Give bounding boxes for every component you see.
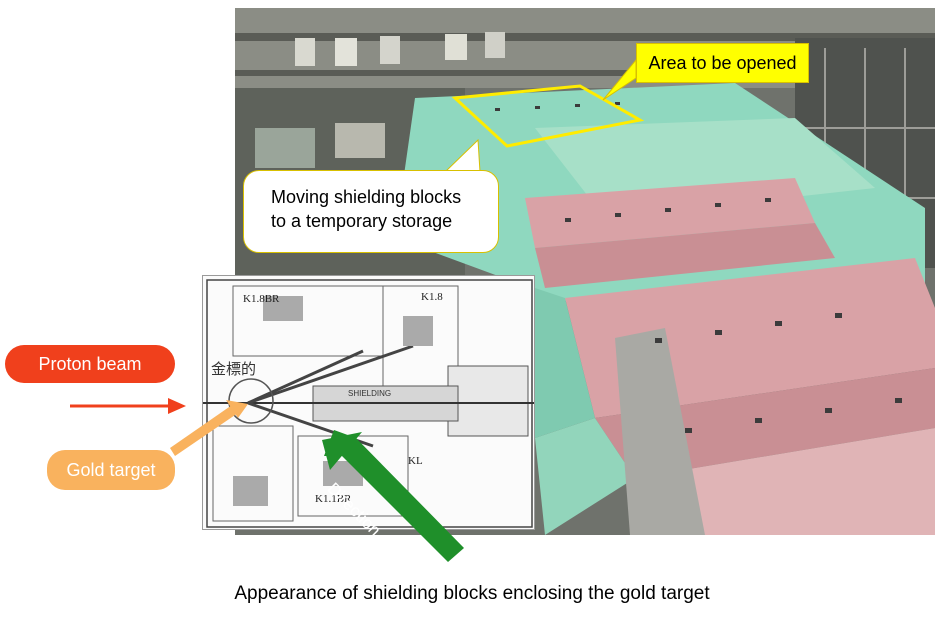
proton-beam-arrowhead [168,398,186,414]
figure-caption: Appearance of shielding blocks enclosing… [234,583,710,604]
moving-blocks-line-2: to a temporary storage [271,211,453,231]
plan-drawing: K1.8BR K1.8 K1.1BR KL 金標的 SHIELDING [203,279,534,528]
moving-blocks-line-1: Moving shielding blocks [271,187,462,207]
plan-label-k18br: K1.8BR [243,293,280,305]
gold-target-pointer [170,405,238,456]
area-callout-pointer [602,58,637,101]
moving-blocks-callout: Moving shielding blocks to a temporary s… [243,170,499,253]
proton-beam-label: Proton beam [5,345,175,383]
direction-of-view-arrowhead [322,432,362,470]
plan-label-k11br: K1.1BR [315,493,352,505]
gold-target-label: Gold target [47,450,175,490]
plan-label-kl: KL [408,455,423,467]
direction-of-view-arrow [324,430,464,562]
plan-label-gold-target-jp: 金標的 [211,360,256,378]
gold-target-pointer-head [226,400,248,418]
area-to-be-opened-callout: Area to be opened [636,43,809,83]
plan-label-k18: K1.8 [421,291,443,303]
moving-callout-pointer [443,138,481,173]
beamline-plan-view: K1.8BR K1.8 K1.1BR KL 金標的 SHIELDING [202,275,535,530]
plan-label-shielding: SHIELDING [348,389,391,398]
